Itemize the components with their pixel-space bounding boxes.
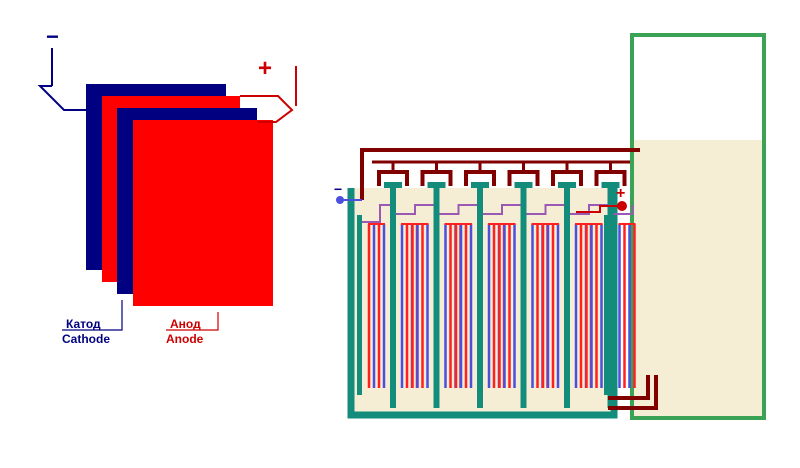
- outlet-pipe-outer: [608, 375, 650, 400]
- anode-connector: [240, 95, 294, 123]
- cell-separator: [607, 186, 614, 408]
- cell-separator: [433, 186, 440, 408]
- plus-sign: +: [258, 55, 272, 82]
- cell-separator: [564, 186, 570, 408]
- cell-separator: [520, 186, 527, 408]
- separator-cap: [558, 182, 576, 188]
- anode-label-en: Anode: [166, 332, 204, 346]
- tank-minus-sign: −: [334, 181, 342, 197]
- cathode-bus-line: [362, 204, 634, 223]
- separator-cap: [601, 182, 620, 188]
- cathode-label-en: Cathode: [62, 332, 110, 346]
- tank-wall: [347, 188, 618, 419]
- cell-separator: [477, 186, 483, 408]
- reservoir: [630, 33, 766, 420]
- reservoir-wall: [630, 33, 766, 420]
- separator-cap: [384, 182, 402, 188]
- minus-sign: −: [46, 24, 59, 49]
- cathode-label-ru: Катод: [66, 317, 101, 331]
- reservoir-liquid: [633, 140, 763, 418]
- anode-lead: [576, 205, 617, 213]
- plus-terminal-dot: [617, 201, 627, 211]
- plate-stack: − + Катод Cathode Анод Anode: [37, 24, 297, 346]
- electrolyzer: − +: [334, 148, 658, 419]
- outlet-pipe-inner: [608, 375, 658, 410]
- tank-inner-wall-right: [604, 215, 609, 395]
- anode-label-ru: Анод: [170, 317, 201, 331]
- anode-main-bus: [360, 148, 640, 200]
- separator-cap: [471, 182, 489, 188]
- cell-array: [357, 162, 636, 408]
- tank-inner-wall-left: [357, 215, 362, 395]
- anode-plate-front: [133, 120, 273, 306]
- separator-cap: [514, 182, 533, 188]
- separator-cap: [427, 182, 446, 188]
- cathode-leader: [62, 300, 123, 331]
- anode-leader: [166, 312, 219, 331]
- tank-plus-sign: +: [616, 185, 625, 202]
- cell-separator: [390, 186, 396, 408]
